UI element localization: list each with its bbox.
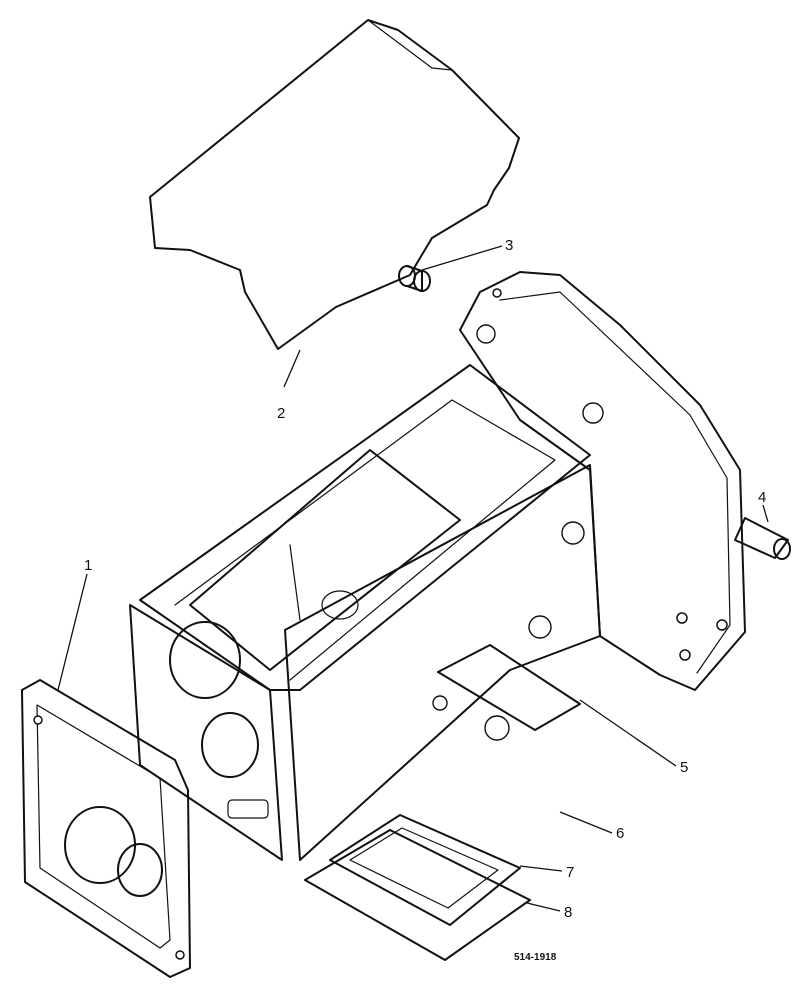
gasket-part-7	[329, 814, 521, 926]
front-gasket-part-1	[21, 679, 191, 978]
callout-8: 8	[564, 904, 572, 921]
plate-part-6	[437, 644, 581, 731]
callout-2: 2	[277, 405, 285, 422]
figure-reference-code: 514-1918	[514, 952, 557, 963]
transmission-housing-part-5	[129, 271, 746, 861]
callout-4: 4	[758, 489, 766, 506]
callout-7: 7	[566, 864, 574, 881]
top-cover-part-2	[149, 19, 520, 350]
leader-lines	[57, 245, 769, 912]
pin-part-4	[734, 517, 791, 560]
callout-3: 3	[505, 237, 513, 254]
callout-6: 6	[616, 825, 624, 842]
callout-5: 5	[680, 759, 688, 776]
bottom-plate-part-8	[304, 829, 531, 961]
bush-part-3	[398, 265, 431, 292]
callout-1: 1	[84, 557, 92, 574]
